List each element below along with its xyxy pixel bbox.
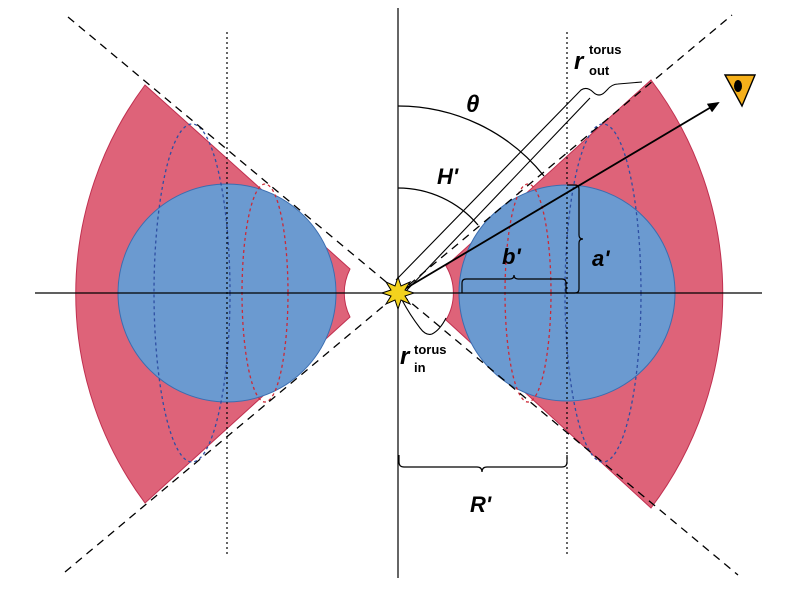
r-in-main: r [400, 343, 411, 370]
r-out-sup: torus [589, 42, 622, 57]
r-prime-brace [398, 455, 568, 473]
r-out-main: r [574, 48, 585, 75]
r-in-sub: in [414, 360, 426, 375]
b-prime-label: b' [502, 244, 521, 269]
r-out-brace [395, 81, 643, 281]
b-prime-brace [461, 274, 567, 293]
r-in-label: r torus in [400, 342, 447, 375]
line-of-sight [397, 101, 720, 294]
r-in-brace [401, 299, 447, 335]
star-burst-icon [380, 275, 416, 311]
h-prime-arc [397, 187, 479, 226]
eye-icon [723, 74, 757, 108]
r-in-sup: torus [414, 342, 447, 357]
a-prime-label: a' [592, 246, 610, 271]
h-prime-label: H' [437, 164, 459, 189]
r-out-label: r torus out [574, 42, 622, 78]
r-out-sub: out [589, 63, 610, 78]
theta-label: θ [466, 91, 479, 118]
r-prime-label: R' [470, 492, 492, 517]
r-out-brace-left [405, 97, 591, 292]
